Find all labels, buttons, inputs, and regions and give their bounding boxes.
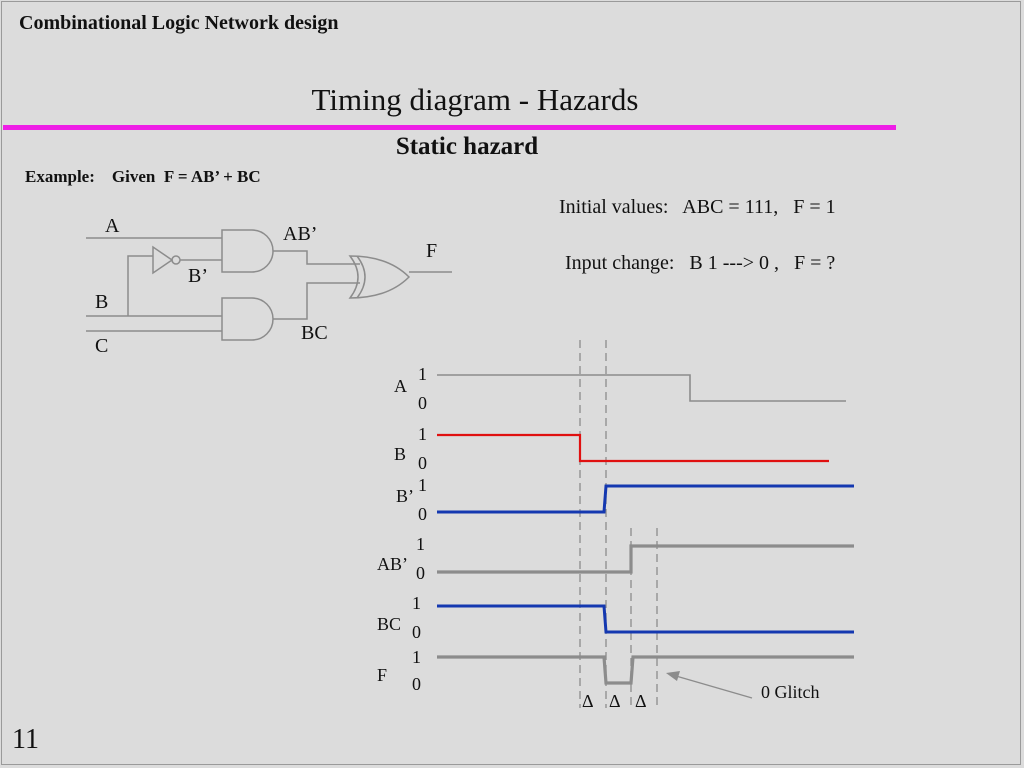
initial-values-note: Initial values: ABC = 111, F = 1 (559, 196, 836, 218)
or-gate-back-curve (356, 255, 366, 299)
or-gate (348, 255, 411, 299)
input-change-note: Input change: B 1 ---> 0 , F = ? (565, 252, 836, 274)
level-1-a: 1 (418, 364, 427, 384)
example-line: Example: Given F = AB’ + BC (25, 167, 261, 187)
course-title: Combinational Logic Network design (19, 12, 339, 34)
level-0-bc: 0 (412, 622, 421, 642)
slide-subtitle: Static hazard (395, 133, 539, 160)
level-0-a: 0 (418, 393, 427, 413)
signal-label-b-prime: B’ (396, 486, 414, 506)
title-underline (3, 125, 896, 130)
example-function: Given F = AB’ + BC (111, 167, 261, 186)
label-a: A (105, 215, 120, 237)
glitch-label: 0 Glitch (761, 682, 820, 702)
waveform-ab-prime (437, 544, 854, 574)
waveform-b-prime (437, 484, 854, 514)
and-gate-abp (221, 229, 274, 273)
delta-label-3: Δ (635, 691, 647, 711)
signal-label-ab-prime: AB’ (377, 554, 408, 574)
level-0-f: 0 (412, 674, 421, 694)
label-b: B (95, 291, 108, 313)
label-c: C (95, 335, 108, 357)
waveform-f (437, 655, 854, 685)
signal-label-b: B (394, 444, 406, 464)
label-bp: B’ (188, 265, 208, 287)
level-0-b-prime: 0 (418, 504, 427, 524)
page-number: 11 (12, 724, 39, 755)
level-1-b: 1 (418, 424, 427, 444)
level-1-ab-prime: 1 (416, 534, 425, 554)
wire-abp (273, 250, 360, 265)
example-label: Example: (25, 167, 95, 186)
level-1-bc: 1 (412, 593, 421, 613)
inverter-gate (152, 245, 174, 275)
level-1-f: 1 (412, 647, 421, 667)
and-gate-bc (221, 297, 274, 341)
label-abp: AB’ (283, 223, 317, 245)
waveform-a (437, 374, 846, 402)
signal-label-bc: BC (377, 614, 401, 634)
level-0-b: 0 (418, 453, 427, 473)
wire-bc (273, 282, 360, 320)
slide-title: Timing diagram - Hazards (311, 82, 639, 117)
glitch-arrow-head (666, 671, 680, 681)
label-bc: BC (301, 322, 328, 344)
delta-label-1: Δ (582, 691, 594, 711)
signal-label-a: A (394, 376, 407, 396)
waveform-b (437, 433, 829, 463)
wire-b-branch (127, 255, 153, 316)
level-1-b-prime: 1 (418, 475, 427, 495)
glitch-arrow-line (675, 675, 753, 699)
level-0-ab-prime: 0 (416, 563, 425, 583)
signal-label-f: F (377, 665, 387, 685)
delta-label-2: Δ (609, 691, 621, 711)
label-f: F (426, 240, 437, 262)
waveform-bc (437, 604, 854, 634)
